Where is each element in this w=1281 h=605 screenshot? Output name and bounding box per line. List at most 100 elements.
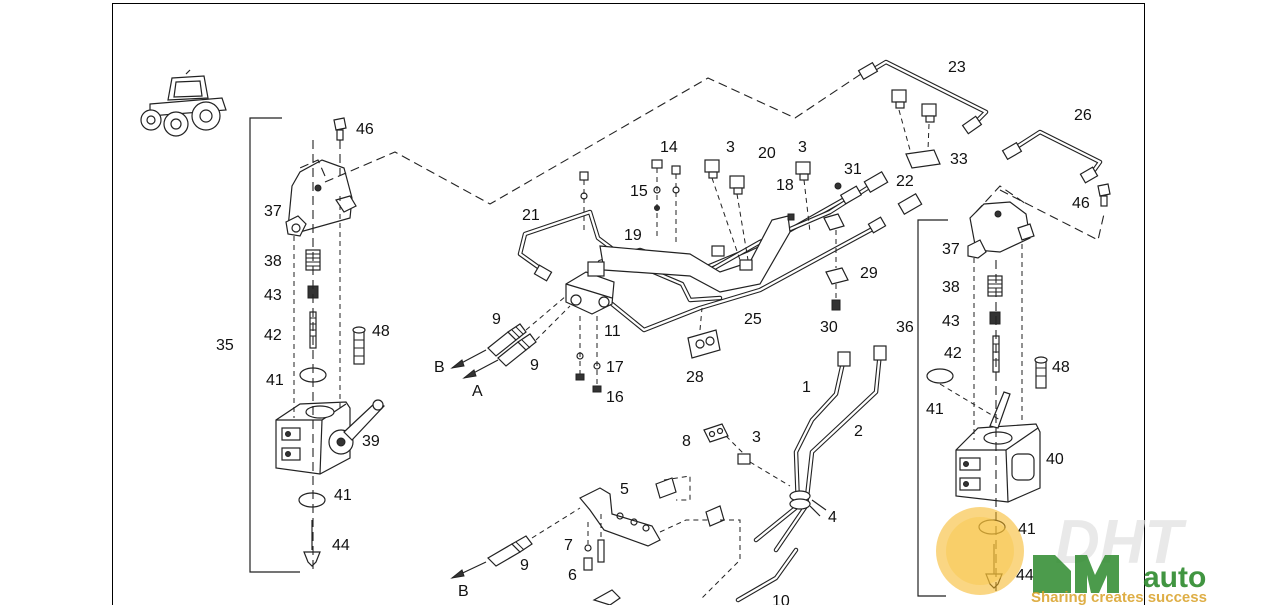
watermark-tagline: Sharing creates success (1031, 589, 1207, 605)
callout-41-right-a: 41 (926, 401, 944, 418)
arrow-b-upper (450, 349, 487, 369)
callout-a: A (472, 383, 483, 400)
callout-3-lower: 3 (752, 429, 761, 446)
screws-6-7 (583, 514, 605, 571)
dashed-link-37a (299, 159, 326, 177)
clips-3b (795, 161, 811, 233)
callout-43-right: 43 (942, 313, 960, 330)
callout-41-right-b: 41 (1018, 521, 1036, 538)
callout-48-left: 48 (372, 323, 390, 340)
clamp-29 (823, 213, 849, 311)
bracket-19 (599, 215, 791, 293)
left-assembly-bracket (249, 117, 300, 573)
callout-b-lower: B (458, 583, 469, 600)
connector-9a (487, 323, 527, 357)
clips-3a (704, 159, 749, 261)
connector-9c (487, 507, 581, 567)
callout-3-upper-b: 3 (798, 139, 807, 156)
arrow-b-lower (450, 561, 487, 579)
screw-14 (671, 165, 681, 246)
callout-36: 36 (896, 319, 914, 336)
right-nut-43 (989, 311, 1001, 325)
right-oring-axis (939, 383, 1001, 421)
dashed-link-26 (999, 189, 1105, 241)
callout-28: 28 (686, 369, 704, 386)
right-mount-37 (967, 201, 1035, 259)
callout-39: 39 (362, 433, 380, 450)
watermark-logo-sub: auto (1143, 561, 1206, 594)
connector-axis-a (525, 295, 567, 331)
callout-15: 15 (630, 183, 648, 200)
callout-2: 2 (854, 423, 863, 440)
screw-top-left (579, 171, 589, 230)
callout-40: 40 (1046, 451, 1064, 468)
screw-15 (651, 159, 663, 240)
callout-46-right: 46 (1072, 195, 1090, 212)
drawing-frame (112, 3, 1145, 605)
callout-31: 31 (844, 161, 862, 178)
right-mount-dash (975, 185, 1027, 213)
clip-28 (687, 307, 721, 359)
callout-6: 6 (568, 567, 577, 584)
callout-26: 26 (1074, 107, 1092, 124)
pipe-10 (735, 547, 799, 603)
callout-43-left: 43 (264, 287, 282, 304)
callout-17: 17 (606, 359, 624, 376)
callout-14: 14 (660, 139, 678, 156)
callout-b-upper: B (434, 359, 445, 376)
callout-25: 25 (744, 311, 762, 328)
right-spring-38 (987, 275, 1003, 297)
left-bolt-48 (352, 326, 366, 365)
clips-33 (891, 89, 941, 169)
callout-44-right: 44 (1016, 567, 1034, 584)
right-bolt-46 (1097, 183, 1111, 207)
callout-38-left: 38 (264, 253, 282, 270)
pipe-23 (857, 59, 989, 135)
callout-4: 4 (828, 509, 837, 526)
callout-35: 35 (216, 337, 234, 354)
callout-46-left: 46 (356, 121, 374, 138)
pipe-21 (517, 209, 723, 303)
callout-42-left: 42 (264, 327, 282, 344)
callout-7: 7 (564, 537, 573, 554)
left-bolt-46 (333, 117, 347, 141)
connector-9b (497, 333, 537, 367)
left-plunger-44 (303, 520, 321, 567)
callout-3-upper-a: 3 (726, 139, 735, 156)
callout-29: 29 (860, 265, 878, 282)
callout-23: 23 (948, 59, 966, 76)
callout-33: 33 (950, 151, 968, 168)
callout-22: 22 (896, 173, 914, 190)
valve-block-11 (533, 261, 615, 315)
callout-8: 8 (682, 433, 691, 450)
callout-44-left: 44 (332, 537, 350, 554)
watermark-sun-icon (936, 507, 1024, 595)
right-bolt-48 (1034, 356, 1048, 389)
pipe-2 (773, 345, 887, 553)
tractor-icon (140, 69, 227, 137)
bracket-5 (579, 475, 741, 601)
right-valve-40 (955, 391, 1041, 503)
callout-21: 21 (522, 207, 540, 224)
grommet-4 (789, 490, 827, 517)
fitting-31-22 (834, 170, 923, 234)
connector-lower-edge (592, 589, 621, 605)
arrow-a (462, 359, 499, 379)
fasteners-16-17 (575, 316, 602, 393)
callout-30: 30 (820, 319, 838, 336)
callout-20: 20 (758, 145, 776, 162)
callout-19: 19 (624, 227, 642, 244)
dashed-link-23 (324, 63, 877, 205)
callout-9-upper: 9 (492, 311, 501, 328)
callout-10: 10 (772, 593, 790, 605)
callout-37-left: 37 (264, 203, 282, 220)
left-mount-37 (285, 159, 357, 237)
callout-5: 5 (620, 481, 629, 498)
clip-3c (725, 435, 791, 487)
right-assembly-bracket (917, 219, 948, 597)
pipe-25 (609, 223, 881, 333)
callout-9-lower: 9 (520, 557, 529, 574)
callout-18: 18 (776, 177, 794, 194)
left-oring-41b (298, 492, 326, 508)
callout-16: 16 (606, 389, 624, 406)
